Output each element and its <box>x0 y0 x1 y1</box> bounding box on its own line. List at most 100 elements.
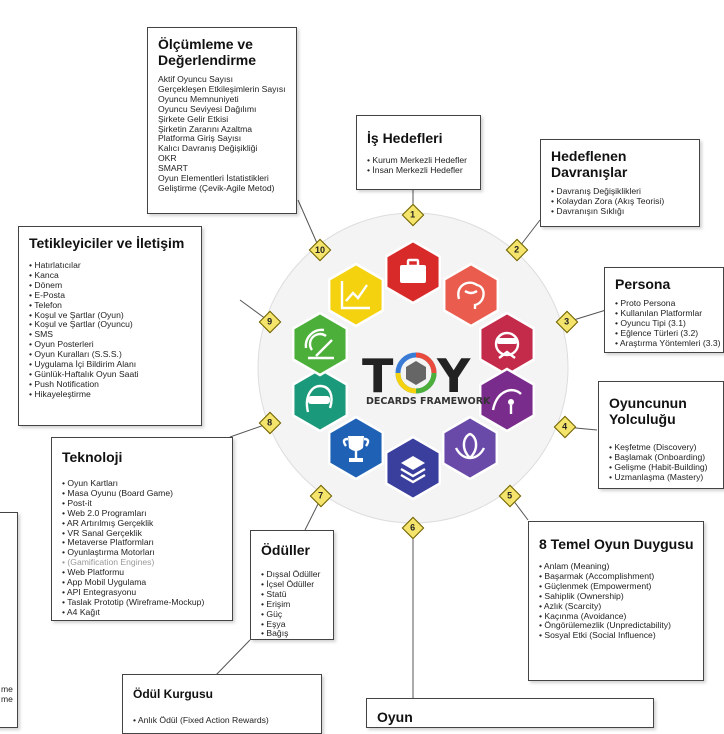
list-item: İçsel Ödüller <box>261 579 324 590</box>
box-oduller-title: Ödüller <box>261 542 311 558</box>
box-is-hedefleri: İş Hedefleri Kurum Merkezli Hedefler İns… <box>356 115 481 190</box>
box-tetikleyiciler-title: Tetikleyiciler ve İletişim <box>29 235 185 251</box>
list-item: Gelişme (Habit-Building) <box>609 462 714 473</box>
list-item: Başlamak (Onboarding) <box>609 452 714 463</box>
brain-hex <box>442 262 500 328</box>
list-item: Platforma Giriş Sayısı <box>158 133 242 144</box>
list-item: Proto Persona <box>615 298 714 309</box>
trigger-hex <box>291 311 349 377</box>
list-item: Güçlenmek (Empowerment) <box>539 581 694 592</box>
box-hedeflenen-title: Hedeflenen Davranışlar <box>551 148 628 180</box>
list-item: Bağış <box>261 629 324 639</box>
logo-letter-t: T <box>362 349 394 403</box>
box-yolculuk-title: Oyuncunun Yolculuğu <box>609 395 687 427</box>
list-item: E-Posta <box>29 290 192 301</box>
hex-ring <box>291 239 536 501</box>
list-item: Şirkete Gelir Etkisi <box>158 113 229 124</box>
box-is-hedefleri-title: İş Hedefleri <box>367 130 443 146</box>
list-item: Geliştirme (Çevik-Agile Metod) <box>158 182 275 193</box>
box-oduller: Ödüller Dışsal Ödüller İçsel Ödüller Sta… <box>250 530 334 640</box>
list-item: Aktif Oyuncu Sayısı <box>158 74 233 84</box>
road-icon <box>491 389 522 414</box>
list-item: Oyun Elementleri İstatistikleri <box>158 173 269 184</box>
list-item: Erişim <box>261 599 324 610</box>
box-olcumleme: Ölçümleme ve Değerlendirme Aktif Oyuncu … <box>147 27 297 214</box>
box-olcumleme-title: Ölçümleme ve Değerlendirme <box>158 36 257 68</box>
list-item: Web 2.0 Programları <box>62 508 223 519</box>
box-oyun-title: Oyun <box>377 709 413 725</box>
list-item: İnsan Merkezli Hedefler <box>367 165 471 176</box>
list-item: API Entegrasyonu <box>62 587 223 598</box>
list-item: Metaverse Platformları <box>62 538 223 548</box>
list-item: Uzmanlaşma (Mastery) <box>609 472 714 483</box>
box-persona-title: Persona <box>615 276 671 292</box>
list-item: Statü <box>261 589 324 600</box>
list-item: Oyun Kartları <box>62 478 223 489</box>
list-item: Oyunlaştırma Motorları <box>62 547 223 558</box>
box-left-partial: me me <box>0 512 18 728</box>
list-item: SMS <box>29 329 192 340</box>
list-item: App Mobil Uygulama <box>62 577 223 588</box>
emotion-hex <box>441 415 499 481</box>
box-tetikleyiciler: Tetikleyiciler ve İletişim Hatırlatıcıla… <box>18 226 202 426</box>
list-item: Araştırma Yöntemleri (3.3) <box>615 338 721 349</box>
list-item: Günlük-Haftalık Oyun Saati <box>29 369 192 380</box>
list-item: Post-it <box>62 498 223 509</box>
trophy-icon <box>342 436 370 462</box>
list-item: Telefon <box>29 300 192 311</box>
signal-icon <box>304 328 334 360</box>
list-item: (Gamification Engines) <box>62 557 223 568</box>
toy-logo: T Y DECARDS FRAMEWORK <box>362 349 491 407</box>
list-item: Kalıcı Davranış Değişikliği <box>158 143 258 154</box>
chart-icon <box>340 281 370 310</box>
list-item: Kanca <box>29 270 192 281</box>
list-item: Davranışın Sıklığı <box>551 206 690 217</box>
list-item: me <box>1 693 13 704</box>
list-item: Güç <box>261 609 324 620</box>
list-item: Başarmak (Accomplishment) <box>539 571 694 582</box>
list-item: Koşul ve Şartlar (Oyun) <box>29 310 192 321</box>
box-hedeflenen-davranislar: Hedeflenen Davranışlar Davranış Değişikl… <box>540 139 700 227</box>
list-item: Oyuncu Memnuniyeti <box>158 93 239 104</box>
list-item: Koşul ve Şartlar (Oyuncu) <box>29 320 192 330</box>
list-item: Hikayeleştirme <box>29 389 192 400</box>
box-odul-kurgusu: Ödül Kurgusu Anlık Ödül (Fixed Action Re… <box>122 674 322 734</box>
list-item: Dönem <box>29 280 192 291</box>
pilot-icon <box>494 331 520 359</box>
list-item: Gerçekleşen Etkileşimlerin Sayısı <box>158 83 286 94</box>
framework-wheel: T Y DECARDS FRAMEWORK <box>214 190 607 700</box>
box-persona: Persona Proto Persona Kullanılan Platfor… <box>604 267 724 353</box>
list-item: Eşya <box>261 619 324 630</box>
list-item: VR Sanal Gerçeklik <box>62 528 223 539</box>
list-item: Öngörülemezlik (Unpredictability) <box>539 621 694 631</box>
list-item: Eğlence Türleri (3.2) <box>615 328 714 339</box>
list-item: Sosyal Etki (Social Influence) <box>539 630 694 641</box>
box-odul-kurgusu-title: Ödül Kurgusu <box>133 687 213 701</box>
list-item: Dışsal Ödüller <box>261 569 324 580</box>
list-item: Keşfetme (Discovery) <box>609 442 714 453</box>
list-item: Kaçınma (Avoidance) <box>539 611 694 622</box>
list-item: Kurum Merkezli Hedefler <box>367 155 471 166</box>
list-item: Oyun Posterleri <box>29 339 192 350</box>
list-item: Taslak Prototip (Wireframe-Mockup) <box>62 597 223 608</box>
list-item: Kullanılan Platformlar <box>615 308 714 319</box>
cube-icon <box>400 456 426 484</box>
brain-icon <box>457 281 485 309</box>
box-sekiz-title: 8 Temel Oyun Duygusu <box>539 536 694 552</box>
list-item: Web Platformu <box>62 567 223 578</box>
list-item: Anlam (Meaning) <box>539 561 694 572</box>
list-item: Masa Oyunu (Board Game) <box>62 488 223 499</box>
list-item: Anlık Ödül (Fixed Action Rewards) <box>133 715 312 726</box>
list-item: me <box>1 684 13 694</box>
journey-hex <box>478 367 536 433</box>
list-item: OKR <box>158 153 177 164</box>
list-item: Hatırlatıcılar <box>29 260 192 271</box>
box-8-temel-oyun-duygusu: 8 Temel Oyun Duygusu Anlam (Meaning) Baş… <box>528 521 704 681</box>
logo-subtitle: DECARDS FRAMEWORK <box>366 396 491 407</box>
list-item: Kolaydan Zora (Akış Teorisi) <box>551 196 690 207</box>
list-item: Oyun Kuralları (S.S.S.) <box>29 349 192 360</box>
list-item: SMART <box>158 163 188 174</box>
vr-headset-icon <box>305 384 333 413</box>
list-item: A4 Kağıt <box>62 607 223 618</box>
list-item: Şirketin Zararını Azaltma <box>158 123 253 134</box>
